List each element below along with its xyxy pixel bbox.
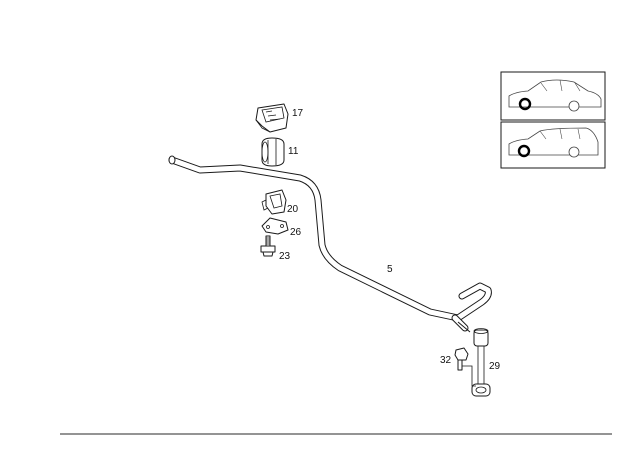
front-axle-marker [518,97,532,111]
bracket-clip-20[interactable] [261,189,287,215]
connecting-link-29[interactable] [457,321,491,397]
rubber-mount-11[interactable] [261,137,285,167]
front-axle-marker [517,144,531,158]
vehicle-panel-estate [500,121,606,169]
sedan-car-icon [508,79,602,112]
callout-32: 32 [440,355,452,366]
callout-23: 23 [279,251,291,262]
vehicle-panel-sedan [500,71,606,121]
estate-car-icon [508,127,599,158]
stabilizer-bar[interactable] [168,155,492,332]
callout-5: 5 [387,264,393,275]
retaining-plate-26[interactable] [261,217,289,235]
callout-20: 20 [287,204,299,215]
bolt-23[interactable] [260,235,276,257]
callout-17: 17 [292,108,304,119]
clamp-bracket-17[interactable] [255,103,289,133]
callout-29: 29 [489,361,501,372]
nut-32[interactable] [454,347,476,387]
callout-26: 26 [290,227,302,238]
callout-11: 11 [288,146,299,157]
